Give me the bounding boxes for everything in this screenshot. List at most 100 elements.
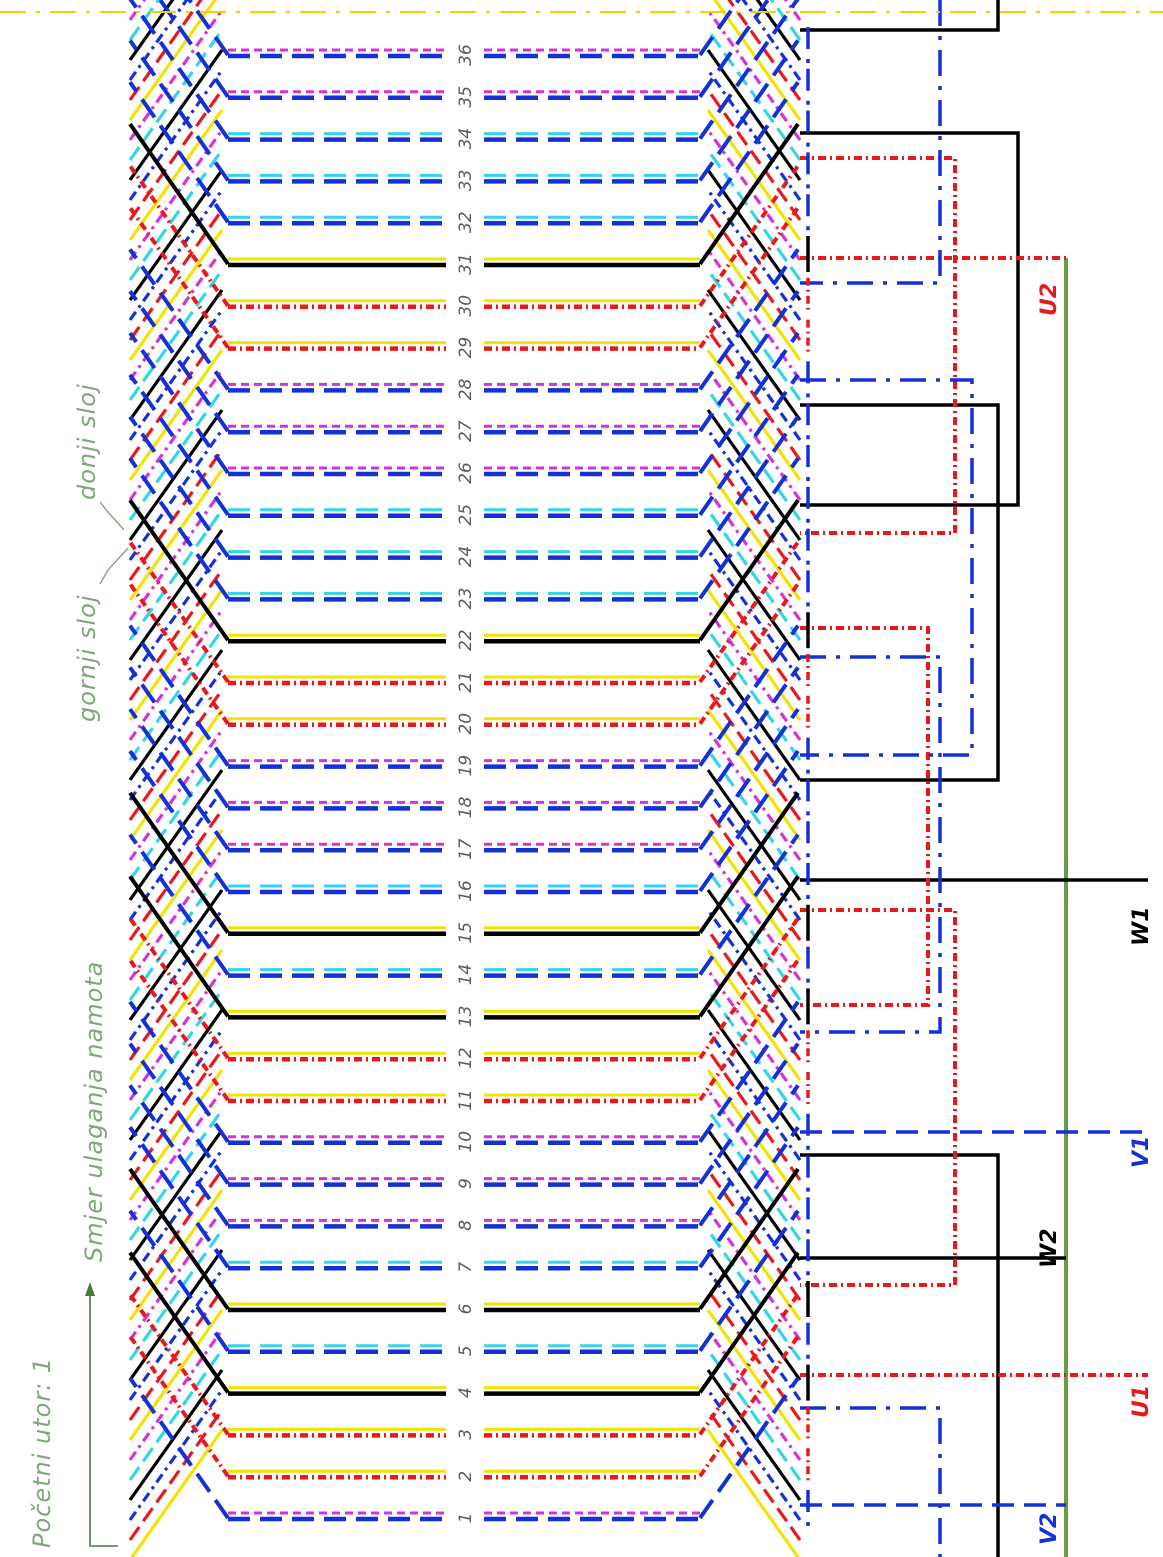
coil-end-right: [698, 1335, 800, 1478]
right-end-winding-stroke: [706, 969, 802, 1101]
right-end-winding-stroke: [706, 1009, 802, 1141]
start-slot-label: Početni utor: 1: [28, 1357, 56, 1548]
slot-number: 30: [456, 295, 476, 317]
left-end-winding-stroke: [128, 89, 224, 221]
right-end-winding-stroke: [706, 1349, 802, 1481]
slot-number: 27: [456, 420, 476, 442]
direction-label: Smjer ulaganja namota: [80, 961, 108, 1262]
slot-conductors: 1234567891011121314151617181920212223242…: [228, 44, 700, 1523]
slot-number: 35: [456, 86, 476, 108]
left-end-winding-stroke: [128, 869, 224, 1001]
coil-end-right: [698, 0, 771, 98]
slot-number: 25: [456, 504, 476, 526]
slot-number: 3: [456, 1429, 476, 1440]
coil-end-left: [128, 415, 230, 558]
slot-number: 5: [456, 1345, 476, 1356]
coil-end-right: [698, 206, 800, 349]
left-end-winding-stroke: [128, 1349, 224, 1481]
left-end-winding-stroke: [128, 1329, 224, 1461]
left-end-winding-stroke: [128, 649, 224, 781]
left-end-winding-stroke: [128, 529, 224, 661]
slot-number: 1: [456, 1513, 476, 1524]
coil-end-left: [128, 791, 230, 934]
left-end-winding-stroke: [128, 569, 224, 701]
coil-end-left: [128, 1251, 230, 1394]
terminal-U2: U2: [1037, 283, 1062, 316]
coil-end-left: [128, 206, 230, 349]
right-end-winding-stroke: [706, 309, 802, 441]
left-end-winding-stroke: [128, 49, 224, 181]
slot-number: 20: [456, 713, 476, 735]
coil-end-right: [698, 875, 800, 1018]
right-end-winding-stroke: [706, 9, 802, 141]
right-end-winding-stroke: [706, 849, 802, 981]
coil-end-right: [698, 331, 800, 475]
right-end-winding-stroke: [706, 489, 802, 621]
coil-end-right: [698, 833, 800, 976]
coil-end-right: [698, 122, 800, 266]
coil-end-left: [128, 540, 230, 684]
left-end-winding-stroke: [128, 1409, 224, 1541]
coil-end-right: [698, 1376, 800, 1520]
slot-number: 34: [456, 128, 476, 150]
right-end-winding-stroke: [706, 809, 802, 941]
left-end-winding-stroke: [128, 449, 224, 581]
coil-end-left: [128, 666, 230, 809]
right-end-winding-stroke: [706, 1229, 802, 1361]
right-end-winding-stroke: [706, 209, 802, 341]
right-end-winding-stroke: [706, 129, 802, 261]
coil-end-left: [128, 749, 230, 893]
right-end-winding-stroke: [706, 229, 802, 361]
coil-end-left: [128, 0, 230, 140]
left-end-winding-stroke: [128, 269, 224, 401]
phase-wiring: [800, 0, 1148, 1557]
right-end-winding-stroke: [706, 889, 802, 1021]
left-end-winding-stroke: [128, 1009, 224, 1141]
slot-number: 2: [456, 1471, 476, 1482]
right-end-winding-stroke: [706, 189, 802, 321]
slot-number: 24: [456, 546, 476, 568]
coil-end-left: [128, 248, 230, 391]
coil-end-right: [698, 1251, 800, 1394]
right-end-winding-stroke: [706, 469, 802, 601]
coil-end-right: [698, 499, 800, 642]
left-end-winding-stroke: [128, 469, 224, 601]
right-end-winding-stroke: [706, 1049, 802, 1181]
right-end-winding-stroke: [706, 569, 802, 701]
u-link-1: [800, 156, 957, 535]
right-end-winding-stroke: [706, 1429, 800, 1557]
coil-end-right: [698, 1000, 800, 1143]
right-end-winding-stroke: [706, 49, 802, 181]
upper-layer-leader: [99, 547, 129, 585]
v-link-3: [800, 1406, 942, 1557]
slot-number: 19: [456, 755, 476, 777]
coil-end-right: [698, 1042, 800, 1185]
right-end-winding-stroke: [706, 1149, 802, 1281]
left-end-winding-stroke: [128, 1389, 224, 1521]
coil-end-left: [128, 708, 230, 851]
left-end-winding-stroke: [128, 949, 224, 1081]
coil-end-right: [698, 248, 800, 391]
left-end-winding-stroke: [128, 1049, 224, 1181]
coil-end-left: [128, 499, 230, 642]
coil-end-right: [698, 1084, 800, 1227]
coil-end-right: [698, 457, 800, 600]
left-end-winding-stroke: [128, 1269, 224, 1401]
right-end-winding-stroke: [706, 1369, 802, 1501]
coil-end-right: [698, 666, 800, 809]
left-end-winding-stroke: [128, 629, 224, 761]
slot-number: 14: [456, 964, 476, 986]
slot-number: 15: [456, 922, 476, 944]
right-end-winding-stroke: [706, 349, 802, 481]
u-link-2: [800, 626, 930, 1007]
right-end-winding-stroke: [706, 1189, 802, 1321]
left-end-winding-stroke: [128, 309, 224, 441]
right-end-winding-stroke: [727, 0, 802, 101]
coil-end-right: [698, 917, 800, 1060]
slot-number: 32: [456, 211, 476, 233]
left-end-winding-stroke: [128, 1229, 224, 1361]
right-end-winding-stroke: [706, 549, 802, 681]
left-end-winding-stroke: [128, 349, 224, 481]
right-end-winding-stroke: [706, 769, 802, 901]
left-end-winding-stroke: [128, 0, 203, 101]
